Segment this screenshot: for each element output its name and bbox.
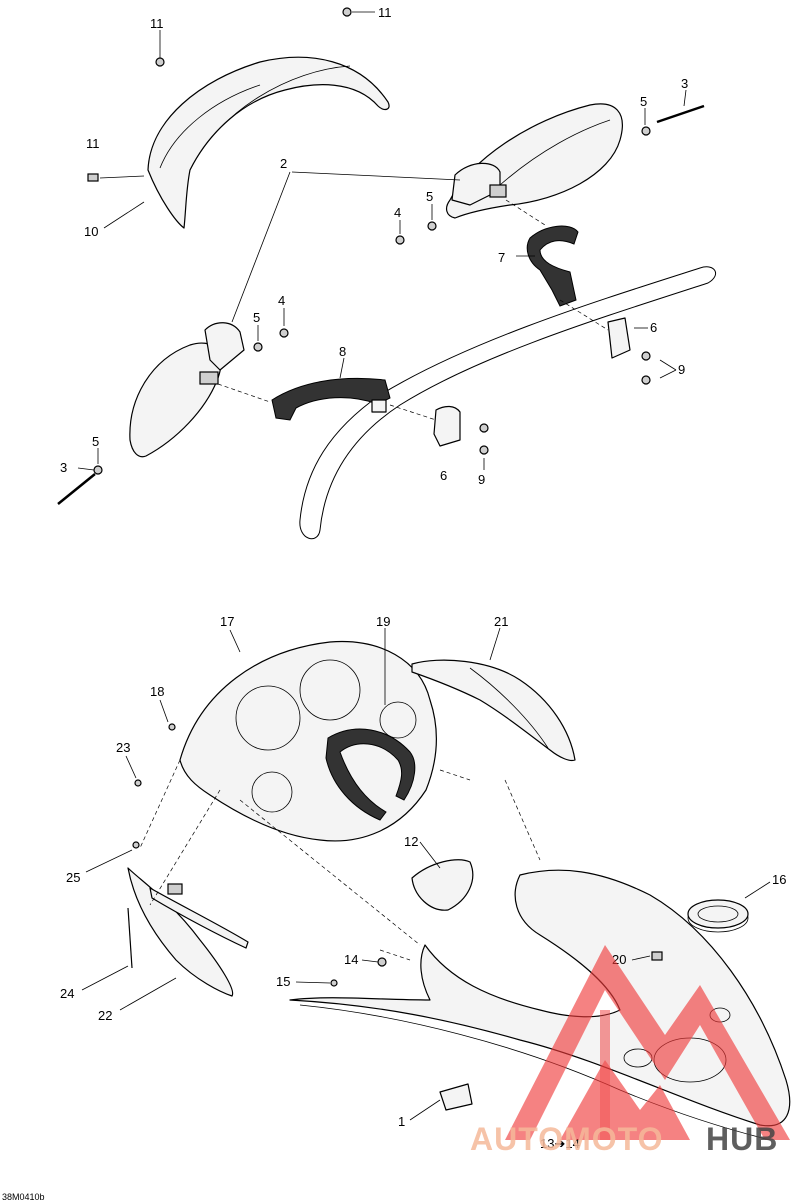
assembly-lines-lower: [139, 759, 541, 961]
callout-16: 16: [772, 872, 786, 887]
callout-9-left: 9: [478, 472, 485, 487]
callout-23: 23: [116, 740, 130, 755]
handlebar-tube: [299, 266, 717, 540]
callout-5-left-top: 5: [253, 310, 260, 325]
callout-1: 1: [398, 1114, 405, 1129]
screw-11-top: [342, 7, 352, 17]
grommet-16: [687, 899, 749, 929]
screw-15: [330, 979, 338, 987]
handguard-right: [445, 103, 623, 219]
handguard-left-lower: [129, 322, 245, 458]
watermark-text: AUTOMOTO HUB: [470, 1121, 778, 1157]
screw-9-right-b: [641, 375, 651, 385]
screw-9-left-b: [479, 445, 489, 455]
instrument-housing: [179, 640, 437, 842]
bracket-1: [439, 1083, 473, 1111]
nut-4-left: [279, 328, 289, 338]
callout-18: 18: [150, 684, 164, 699]
watermark-text-part1: AUTOMOTO: [470, 1121, 663, 1157]
callout-10: 10: [84, 224, 98, 239]
callout-4-left: 4: [278, 293, 285, 308]
callout-7: 7: [498, 250, 505, 265]
leader-lines: [77, 11, 771, 1121]
callout-3-right: 3: [681, 76, 688, 91]
callout-11-left: 11: [86, 136, 100, 151]
callout-4-right: 4: [394, 205, 401, 220]
lens-12: [411, 859, 474, 911]
callout-11-top: 11: [378, 5, 392, 20]
callout-5-left: 5: [92, 434, 99, 449]
callout-8: 8: [339, 344, 346, 359]
bracket-7: [526, 225, 579, 307]
drawing-code: 38M0410b: [2, 1192, 45, 1202]
callout-3-left: 3: [60, 460, 67, 475]
callout-19: 19: [376, 614, 390, 629]
clamp-6-left: [433, 405, 461, 447]
callout-25: 25: [66, 870, 80, 885]
clip-14: [377, 957, 387, 967]
screw-9-left-a: [479, 423, 489, 433]
callout-6-left: 6: [440, 468, 447, 483]
screw-11-left-top: [155, 57, 165, 67]
callout-21: 21: [494, 614, 508, 629]
side-trim-22: [127, 867, 249, 997]
watermark-logo: [505, 945, 790, 1140]
callout-14: 14: [344, 952, 358, 967]
callout-12: 12: [404, 834, 418, 849]
bolt-3-left: [57, 473, 96, 505]
washer-5-left: [93, 465, 103, 475]
cover-21: [411, 659, 576, 762]
screw-23: [134, 779, 142, 787]
assembly-lines-upper: [217, 199, 609, 421]
bracket-8: [271, 377, 391, 421]
clip-25: [132, 841, 140, 849]
callout-17: 17: [220, 614, 234, 629]
bolt-3-right: [656, 104, 705, 124]
callout-24: 24: [60, 986, 74, 1001]
callout-5-right: 5: [426, 189, 433, 204]
clip-20: [651, 951, 663, 961]
watermark-text-part2: HUB: [706, 1121, 778, 1157]
washer-5-left-top: [253, 342, 263, 352]
callout-22: 22: [98, 1008, 112, 1023]
washer-5-right: [427, 221, 437, 231]
screw-11-left: [87, 173, 99, 182]
callout-2: 2: [280, 156, 287, 171]
clamp-6-right: [607, 317, 631, 359]
nut-4-right: [395, 235, 405, 245]
callout-5-right-top: 5: [640, 94, 647, 109]
callout-9-right: 9: [678, 362, 685, 377]
handguard-left-upper: [147, 56, 390, 229]
callout-15: 15: [276, 974, 290, 989]
callout-11-top-left: 11: [150, 16, 164, 31]
screw-9-right-a: [641, 351, 651, 361]
washer-5-right-top: [641, 126, 651, 136]
screw-18: [168, 723, 176, 731]
screw-24: [127, 907, 133, 969]
callout-6-right: 6: [650, 320, 657, 335]
